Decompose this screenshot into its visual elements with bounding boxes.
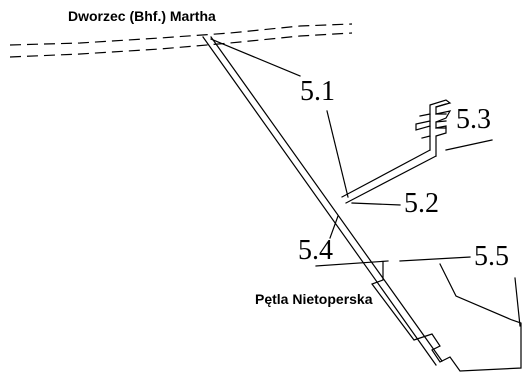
point-label-5-4: 5.4	[298, 235, 333, 266]
branch-track	[341, 149, 437, 204]
point-label-5-3: 5.3	[456, 104, 491, 135]
main-track	[202, 36, 443, 366]
leader-5-5-right	[514, 277, 521, 327]
terminal-loop-outline	[371, 261, 522, 372]
terminal-loop	[371, 261, 522, 372]
main-track-left-rail	[202, 36, 437, 366]
railway-line	[9, 23, 353, 58]
point-label-5-2: 5.2	[404, 188, 439, 219]
siding-comb-inner	[415, 113, 431, 139]
leader-5-1-b	[326, 110, 349, 198]
siding-comb	[415, 99, 452, 157]
point-label-5-1: 5.1	[300, 76, 335, 107]
main-track-right-rail	[210, 36, 443, 362]
leader-5-1-a	[210, 38, 301, 77]
terminal-label: Pętla Nietoperska	[255, 291, 373, 307]
siding-comb-outline	[429, 99, 452, 157]
branch-track-rail-b	[345, 155, 437, 204]
leader-5-2	[351, 202, 401, 206]
railway-line-upper	[9, 23, 353, 46]
leader-5-5	[399, 256, 471, 262]
point-label-5-5: 5.5	[474, 241, 509, 272]
leader-lines	[210, 38, 521, 327]
station-label: Dworzec (Bhf.) Martha	[68, 8, 216, 24]
branch-track-rail-a	[341, 149, 431, 198]
leader-5-4-bottom	[315, 260, 389, 267]
railway-line-lower	[9, 32, 353, 58]
leader-5-3	[445, 139, 493, 151]
siding-comb-right	[435, 103, 447, 129]
leader-5-4	[329, 215, 339, 239]
